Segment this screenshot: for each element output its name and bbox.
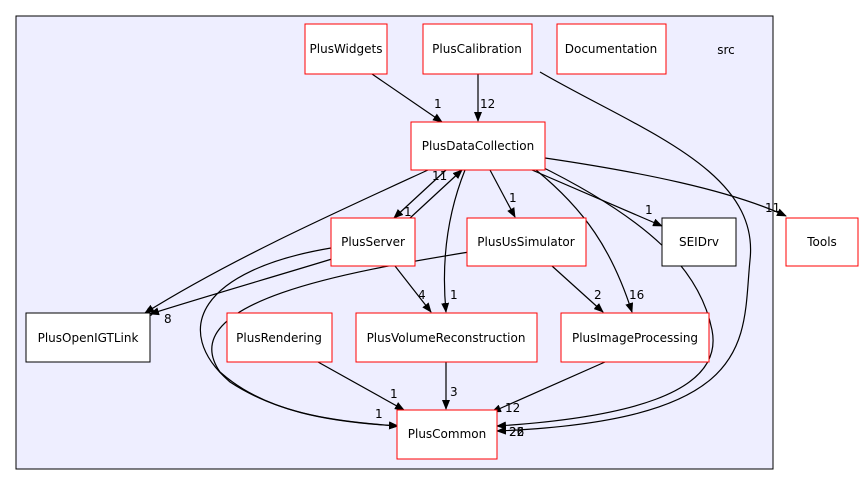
- edge-label-widgets-dc: 1: [434, 97, 442, 111]
- cluster-label: src: [717, 43, 735, 57]
- edge-labels: 1 12 1 11 1 1 11 16 1 6 8 4 2 1 3 12 1 2…: [146, 97, 780, 439]
- edge-dc-to-openigtlink: [144, 169, 429, 314]
- node-tools[interactable]: Tools: [785, 217, 859, 267]
- node-plus-common[interactable]: PlusCommon: [396, 409, 498, 460]
- edge-imageproc-to-common: [491, 361, 606, 413]
- node-plus-calibration[interactable]: PlusCalibration: [422, 23, 533, 75]
- edge-rendering-to-common: [317, 361, 405, 411]
- node-sei-drv[interactable]: SEIDrv: [661, 217, 737, 267]
- edge-label-dc-imageproc: 16: [629, 288, 644, 302]
- node-label: PlusDataCollection: [422, 139, 534, 153]
- edge-label-calib-common: 22: [509, 425, 524, 439]
- edge-label-dc-server: 1: [404, 205, 412, 219]
- edge-label-imageproc-common: 12: [505, 401, 520, 415]
- edge-label-dc-volrecon: 1: [450, 288, 458, 302]
- edge-ussim-to-common: [211, 251, 470, 430]
- edge-label-ussim-imageproc: 2: [594, 288, 602, 302]
- node-label: PlusImageProcessing: [572, 331, 698, 345]
- node-label: PlusRendering: [236, 331, 322, 345]
- edge-dc-to-server: [393, 169, 447, 219]
- edge-server-to-volrecon: [394, 265, 432, 313]
- edge-calib-to-common: [496, 71, 752, 435]
- edge-ussim-to-imageproc: [551, 265, 604, 313]
- edge-label-server-dc: 11: [432, 169, 447, 183]
- node-label: PlusVolumeReconstruction: [367, 331, 526, 345]
- edge-label-server-volrecon: 4: [418, 288, 426, 302]
- edge-widgets-to-dc: [371, 73, 443, 123]
- node-plus-volume-reconstruction[interactable]: PlusVolumeReconstruction: [355, 312, 538, 363]
- node-label: Tools: [806, 235, 837, 249]
- edge-label-dc-seidrv: 1: [645, 203, 653, 217]
- node-plus-widgets[interactable]: PlusWidgets: [304, 23, 388, 75]
- node-label: PlusCommon: [408, 427, 486, 441]
- node-plus-server[interactable]: PlusServer: [330, 217, 416, 267]
- node-documentation[interactable]: Documentation: [556, 23, 667, 75]
- edge-dc-to-common: [496, 163, 714, 430]
- edge-label-dc-openigtlink: 6: [146, 305, 154, 319]
- edge-dc-to-volrecon: [441, 169, 466, 313]
- node-label: Documentation: [565, 42, 658, 56]
- node-label: PlusServer: [341, 235, 405, 249]
- edge-server-to-openigtlink: [149, 254, 346, 316]
- edge-label-calib-dc: 12: [480, 97, 495, 111]
- node-label: PlusCalibration: [432, 42, 522, 56]
- node-plus-us-simulator[interactable]: PlusUsSimulator: [466, 217, 587, 267]
- node-plus-data-collection[interactable]: PlusDataCollection: [410, 121, 546, 171]
- edge-dc-to-seidrv: [531, 169, 663, 227]
- edge-label-dc-ussim: 1: [509, 191, 517, 205]
- edge-label-volrecon-common: 3: [450, 385, 458, 399]
- node-label: PlusWidgets: [310, 42, 383, 56]
- node-label: SEIDrv: [679, 235, 719, 249]
- edge-dc-to-tools: [544, 157, 787, 217]
- node-label: PlusOpenIGTLink: [38, 331, 139, 345]
- edges: [144, 71, 787, 435]
- edge-label-dc-tools: 11: [765, 201, 780, 215]
- node-label: PlusUsSimulator: [477, 235, 574, 249]
- edge-label-dc-common: 26: [509, 425, 524, 439]
- node-plus-openigtlink[interactable]: PlusOpenIGTLink: [25, 312, 151, 363]
- edge-label-server-common: 1: [375, 407, 383, 421]
- edge-dc-to-imageproc: [535, 169, 634, 313]
- edge-label-rendering-common: 1: [390, 387, 398, 401]
- node-plus-rendering[interactable]: PlusRendering: [226, 312, 333, 363]
- edge-server-to-dc: [409, 169, 463, 219]
- edge-dc-to-ussim: [489, 169, 516, 218]
- node-plus-image-processing[interactable]: PlusImageProcessing: [560, 312, 710, 363]
- edge-label-server-openigtlink: 8: [164, 312, 172, 326]
